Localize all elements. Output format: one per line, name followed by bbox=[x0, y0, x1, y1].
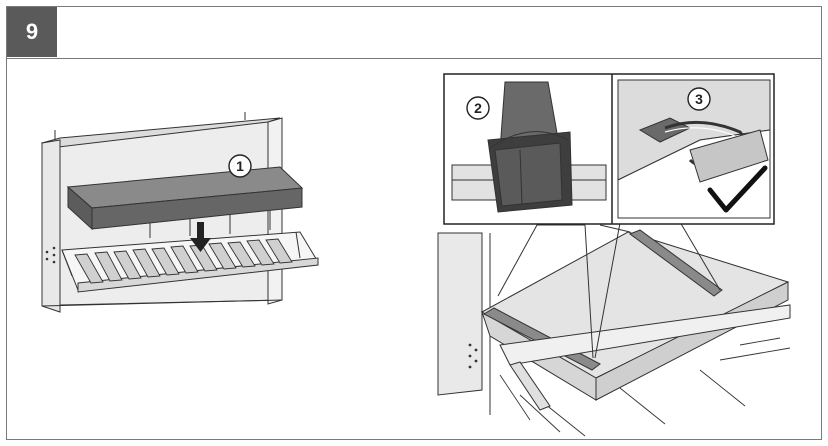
inset-strap-detail bbox=[451, 80, 607, 218]
bed-cabinet-illustration bbox=[40, 112, 319, 313]
header-divider bbox=[7, 58, 821, 59]
inset-hook-detail bbox=[617, 79, 771, 219]
cabinet-left-side bbox=[41, 139, 61, 313]
bed-slats bbox=[74, 238, 293, 284]
down-arrow-icon bbox=[190, 222, 211, 252]
callout-3-label: 3 bbox=[695, 91, 703, 107]
callout-1-label: 1 bbox=[236, 158, 244, 174]
callout-2: 2 bbox=[466, 96, 490, 120]
open-bed-illustration bbox=[437, 221, 791, 437]
side-screws bbox=[45, 246, 56, 264]
mattress-band-right bbox=[628, 229, 723, 297]
detail-inset-box: 2 3 bbox=[443, 73, 775, 225]
bed-frame-front-rail bbox=[77, 257, 319, 293]
inset-leader-b bbox=[599, 224, 631, 233]
mattress-side bbox=[67, 185, 93, 231]
open-cabinet-side bbox=[437, 232, 483, 396]
inset-leader-a bbox=[497, 224, 585, 297]
callout-3: 3 bbox=[687, 87, 711, 111]
callout-1: 1 bbox=[228, 154, 252, 178]
open-bed-frame bbox=[499, 304, 791, 366]
step-number: 9 bbox=[25, 19, 39, 44]
callout-2-label: 2 bbox=[474, 100, 482, 116]
checkmark-icon bbox=[707, 165, 768, 213]
step-number-badge: 9 bbox=[7, 7, 57, 57]
